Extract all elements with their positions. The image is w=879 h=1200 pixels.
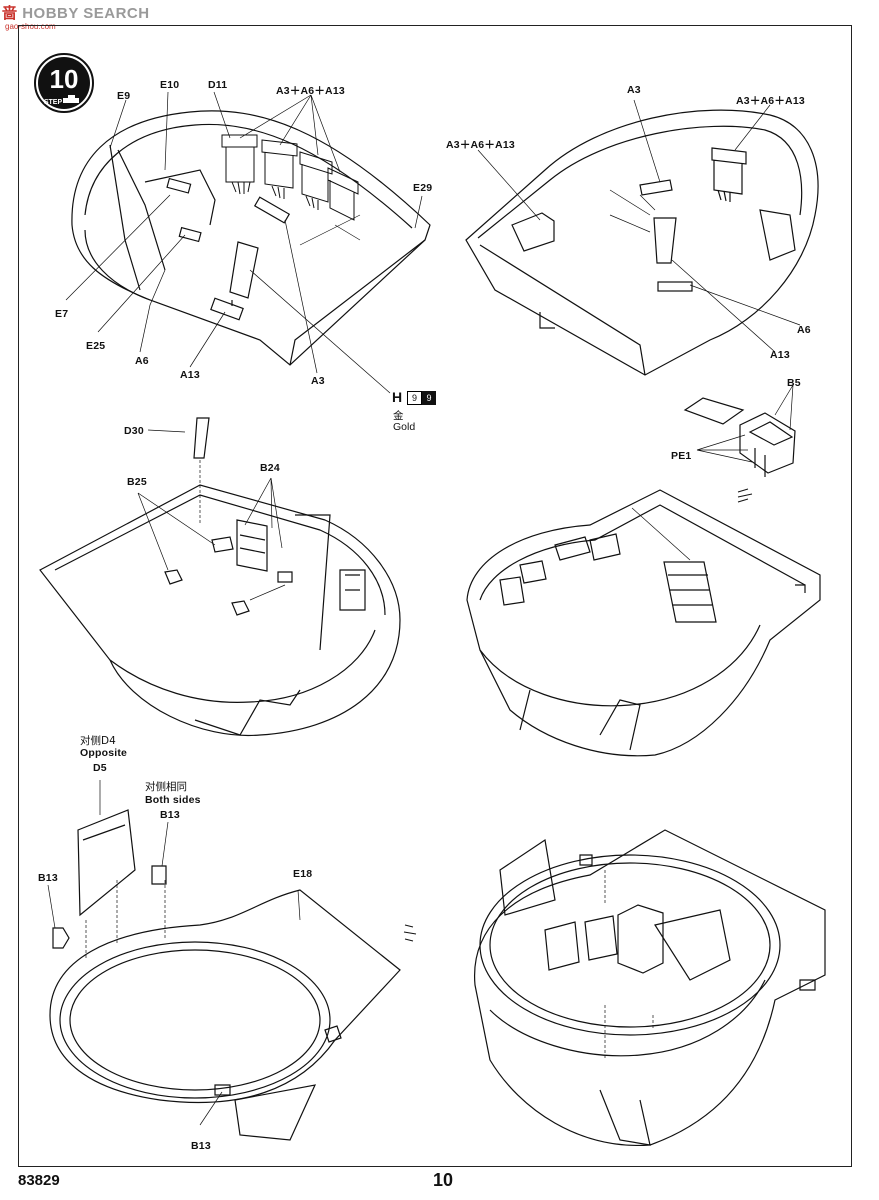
turret-upper-left-drawing — [65, 91, 431, 394]
pe1-b5-parts — [683, 384, 796, 503]
label-b24: B24 — [260, 462, 280, 474]
paint-code-outline: 9 — [407, 391, 422, 405]
label-e25: E25 — [86, 340, 106, 352]
label-both-sides-cn: 对侧相同 — [145, 781, 187, 793]
label-b13-left: B13 — [38, 872, 58, 884]
label-e10: E10 — [160, 79, 180, 91]
label-a6-right: A6 — [797, 324, 811, 336]
label-pe1: PE1 — [671, 450, 692, 462]
label-a13-left: A13 — [180, 369, 200, 381]
turret-middle-right-drawing — [466, 489, 821, 757]
label-d11: D11 — [208, 79, 228, 91]
label-b25: B25 — [127, 476, 147, 488]
label-d5: D5 — [93, 762, 107, 774]
step-badge-icon: 10 STEP — [34, 53, 94, 113]
label-opposite-en: Opposite — [80, 747, 128, 759]
watermark: 啬 HOBBY SEARCH — [2, 2, 150, 23]
turret-ring-drawing — [47, 780, 417, 1141]
turret-middle-left-drawing — [39, 417, 401, 737]
turret-upper-right-drawing — [465, 99, 819, 376]
label-b5: B5 — [787, 377, 801, 389]
label-b13-bottom: B13 — [191, 1140, 211, 1152]
label-a3-a6-a13-right-b: A3＋A6＋A13 — [446, 139, 515, 151]
page-number: 10 — [433, 1170, 454, 1190]
label-a13-right: A13 — [770, 349, 790, 361]
watermark-url: gao-shou.com — [5, 22, 56, 31]
kit-number: 83829 — [18, 1172, 60, 1189]
label-e9: E9 — [117, 90, 131, 102]
paint-name-cn: 金 — [393, 410, 404, 422]
label-e29: E29 — [413, 182, 433, 194]
label-opposite-cn: 对侧D4 — [80, 735, 116, 747]
step-number: 10 — [50, 64, 79, 94]
paint-letter: H — [392, 389, 403, 405]
paint-code-filled: 9 — [422, 391, 436, 405]
label-a3-right: A3 — [627, 84, 641, 96]
page-frame — [18, 25, 852, 1167]
turret-assembled-drawing — [474, 829, 826, 1147]
label-b13-top: B13 — [160, 809, 180, 821]
label-e7: E7 — [55, 308, 69, 320]
watermark-en: HOBBY SEARCH — [22, 5, 150, 22]
label-both-sides-en: Both sides — [145, 794, 201, 806]
paint-name-en: Gold — [393, 421, 416, 433]
watermark-cn: 啬 — [2, 4, 18, 22]
label-d30: D30 — [124, 425, 144, 437]
label-e18: E18 — [293, 868, 313, 880]
label-a3-a6-a13-top-left: A3＋A6＋A13 — [276, 85, 345, 97]
label-a3-left: A3 — [311, 375, 325, 387]
label-a6-left: A6 — [135, 355, 149, 367]
label-a3-a6-a13-right-a: A3＋A6＋A13 — [736, 95, 805, 107]
step-word: STEP — [44, 99, 63, 106]
